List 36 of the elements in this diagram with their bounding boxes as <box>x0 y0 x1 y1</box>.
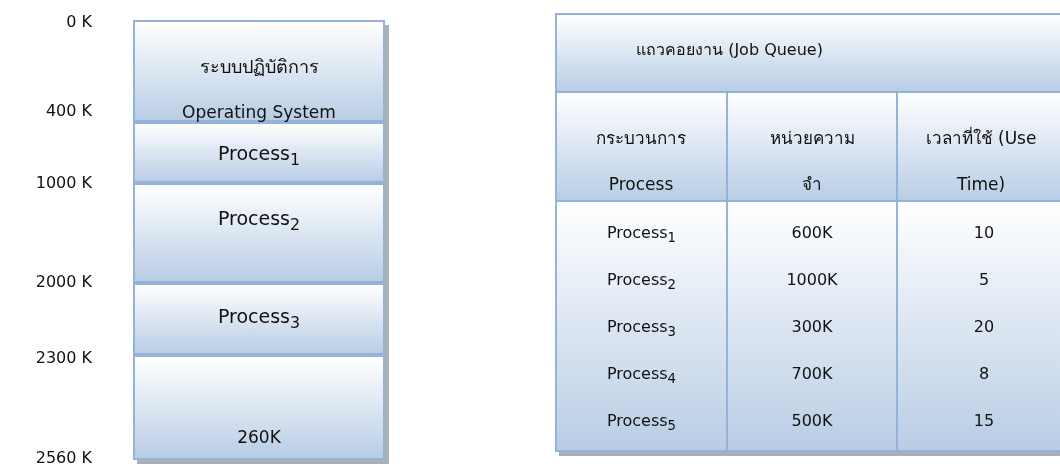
address-label: 2300 K <box>35 348 92 367</box>
memory-block <box>133 183 385 283</box>
block-label: Process$_{3}$ <box>216 305 302 332</box>
memory-size: 700K <box>790 364 834 383</box>
address-label: 400 K <box>45 101 92 120</box>
address-label: 2000 K <box>35 272 92 291</box>
memory-size: 500K <box>790 411 834 430</box>
memory-block <box>133 20 385 122</box>
use-time: 20 <box>972 317 996 336</box>
block-label: Operating System <box>181 102 337 122</box>
use-time: 8 <box>977 364 991 383</box>
memory-block <box>133 283 385 355</box>
memory-size: 1000K <box>785 270 839 289</box>
memory-size: 300K <box>790 317 834 336</box>
block-title: ระบบปฏิบัติการ <box>198 55 320 79</box>
column-heading: เวลาที่ใช้ (Use Time) <box>924 125 1038 196</box>
process-name: Process$_{5}$ <box>605 411 678 434</box>
memory-size: 600K <box>790 223 834 242</box>
address-label: 1000 K <box>35 173 92 192</box>
use-time: 15 <box>972 411 996 430</box>
column-heading: กระบวนการ Process <box>595 127 687 196</box>
block-label: Process$_{2}$ <box>216 207 302 234</box>
memory-block <box>133 122 385 183</box>
address-label: 0 K <box>66 12 92 31</box>
block-label: Process$_{1}$ <box>216 142 302 169</box>
address-label: 2560 K <box>35 448 92 467</box>
memory-block <box>133 355 385 460</box>
process-name: Process$_{1}$ <box>605 223 678 246</box>
process-name: Process$_{4}$ <box>605 364 678 387</box>
process-name: Process$_{3}$ <box>605 317 678 340</box>
use-time: 10 <box>972 223 996 242</box>
table-title: แถวคอยงาน (Job Queue) <box>635 39 824 61</box>
column-heading: หน่วยความจำ <box>768 127 856 196</box>
block-label: 260K <box>236 427 282 447</box>
use-time: 5 <box>977 270 991 289</box>
process-name: Process$_{2}$ <box>605 270 678 293</box>
